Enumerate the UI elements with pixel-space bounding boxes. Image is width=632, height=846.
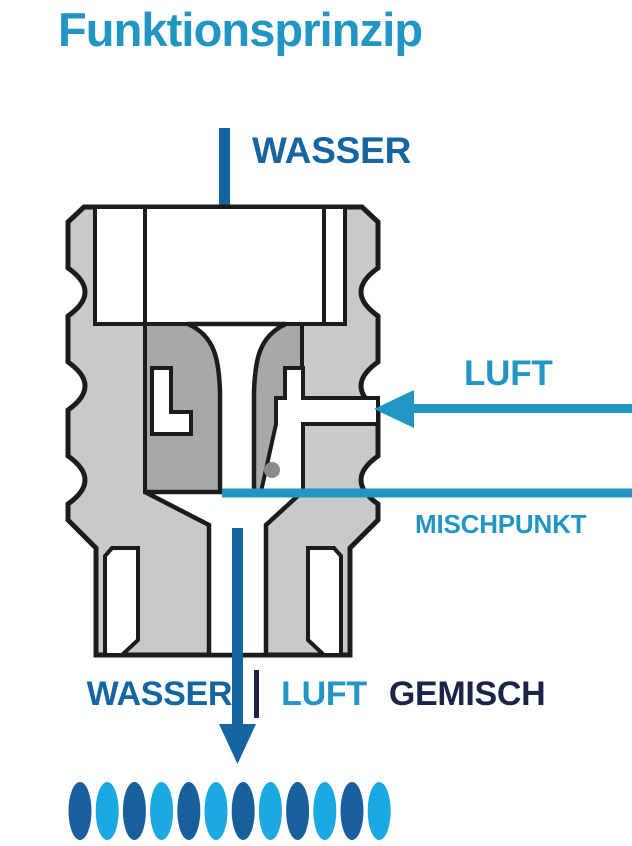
spray-droplet — [122, 782, 146, 840]
spray-droplet — [313, 782, 337, 840]
legend-item-wasser: WASSER — [86, 675, 233, 713]
air-inlet-label: LUFT — [464, 354, 553, 393]
air-intake-channel — [258, 366, 380, 494]
spray-droplet — [68, 782, 92, 840]
spray-droplet — [286, 782, 310, 840]
water-inlet-chamber — [93, 205, 347, 326]
spray-droplet — [150, 782, 174, 840]
legend: WASSER LUFT GEMISCH — [0, 670, 632, 718]
mixing-point-label: MISCHPUNKT — [415, 509, 587, 539]
page-title: Funktionsprinzip — [58, 3, 423, 56]
legend-item-luft: LUFT — [281, 675, 367, 713]
spray-droplet — [95, 782, 119, 840]
air-inlet-arrow — [374, 390, 632, 428]
spray-droplet — [231, 782, 255, 840]
spray-pattern-row — [68, 782, 391, 840]
spray-droplet — [204, 782, 228, 840]
spray-droplet — [367, 782, 391, 840]
water-inlet-label: WASSER — [252, 130, 412, 171]
spray-droplet — [258, 782, 282, 840]
spray-droplet — [340, 782, 364, 840]
left-air-pocket — [150, 366, 193, 436]
spray-droplet — [177, 782, 201, 840]
orifice-marker-dot — [264, 462, 280, 478]
legend-item-gemisch: GEMISCH — [388, 675, 546, 713]
outlet-arrow — [219, 528, 256, 764]
legend-divider — [254, 670, 260, 718]
lower-side-bores — [103, 546, 343, 657]
